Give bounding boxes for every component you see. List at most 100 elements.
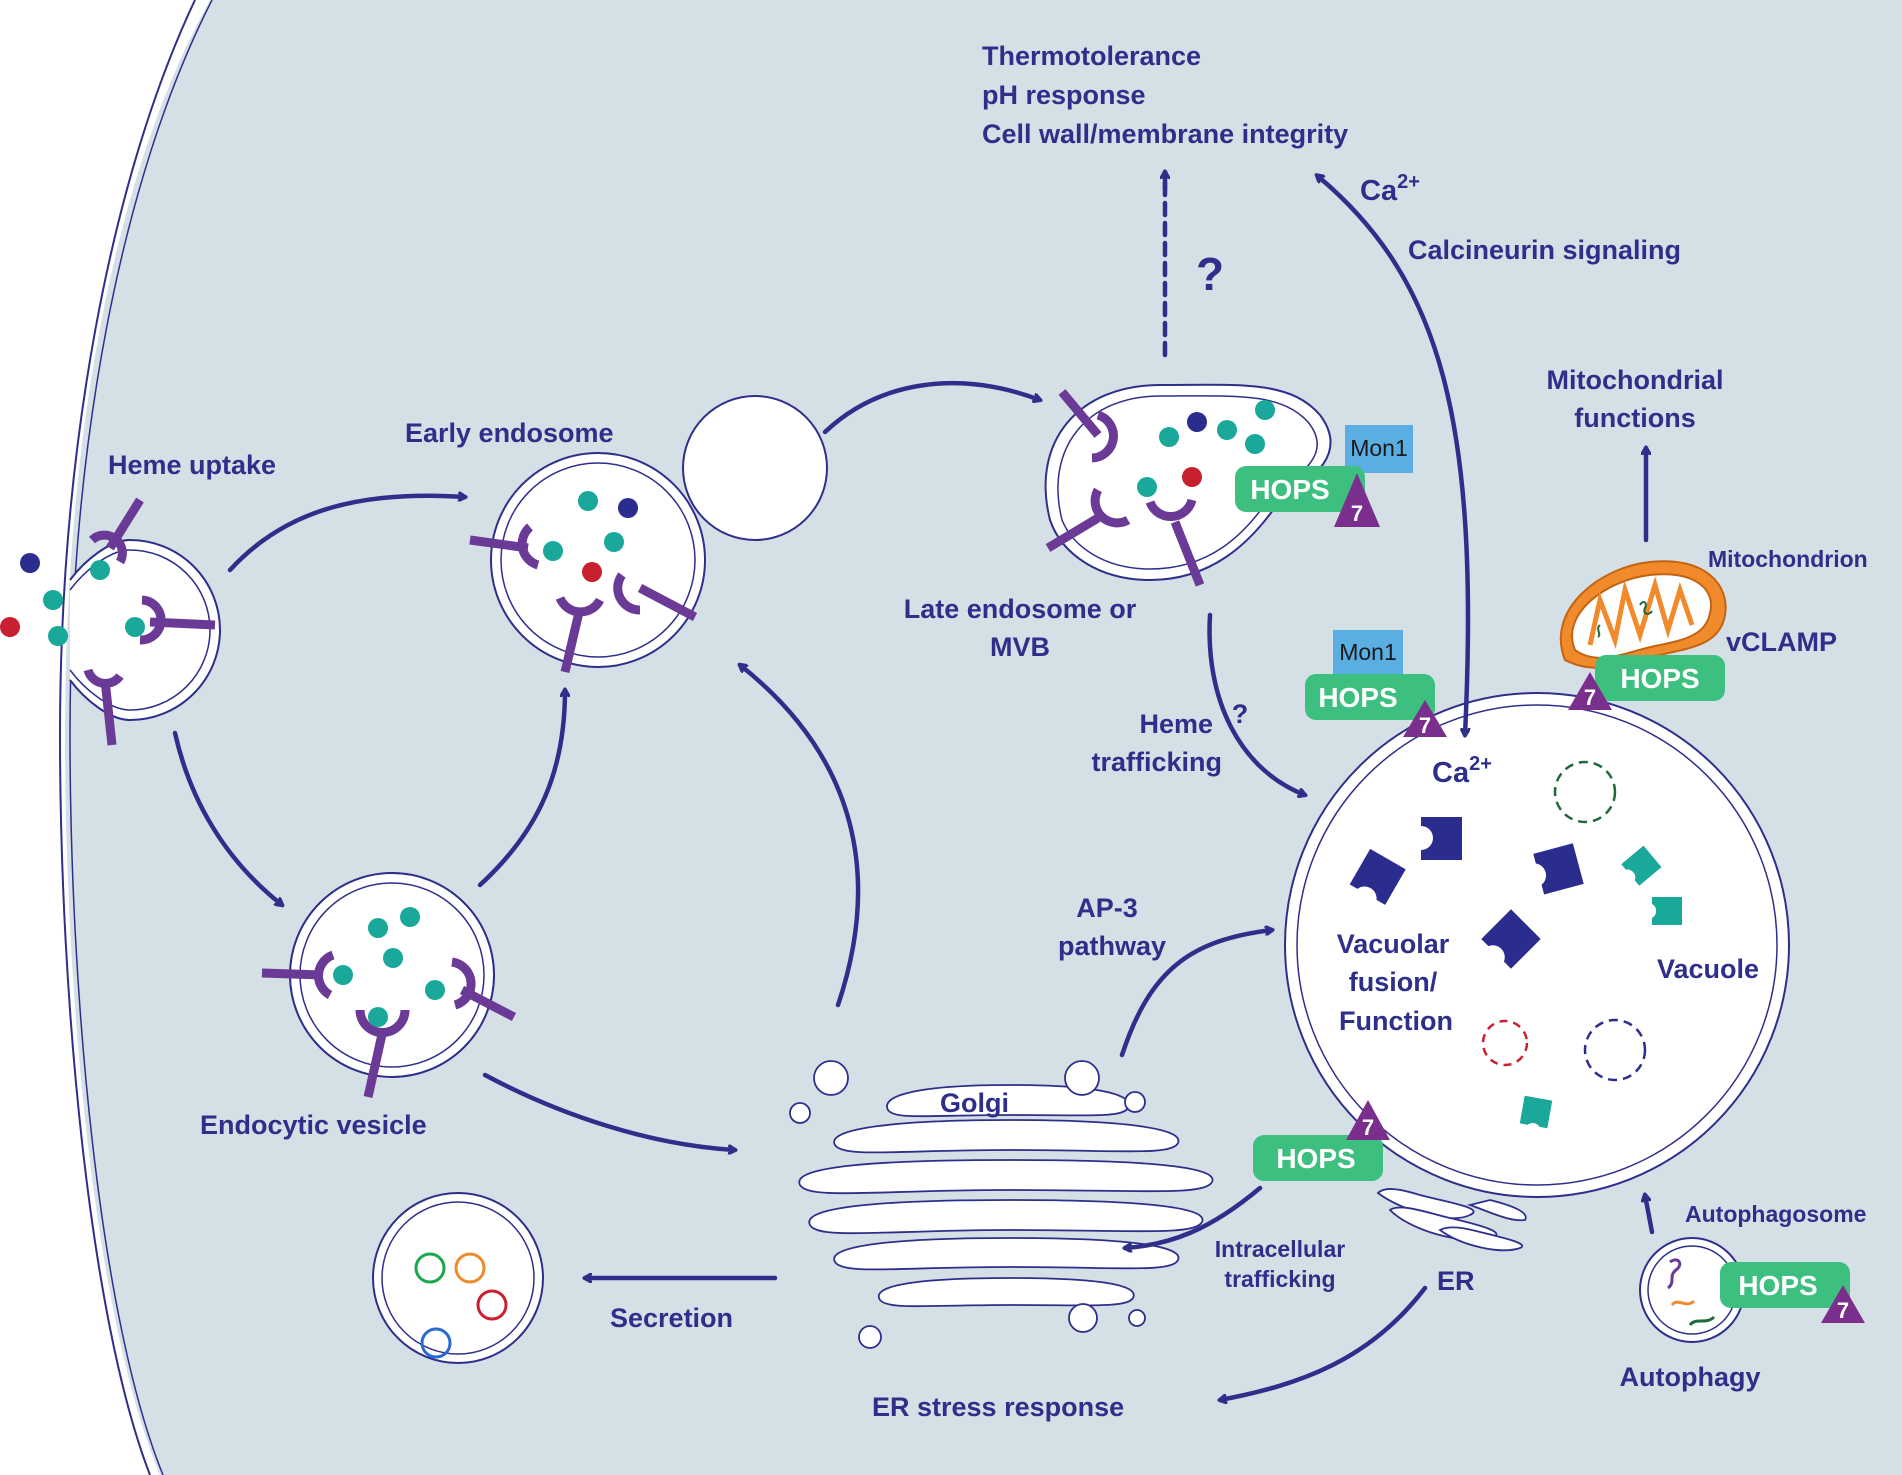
arrow-endocytic-to-early (477, 690, 565, 888)
late-endosome-receptors (1045, 389, 1205, 587)
label-autophagy: Autophagy (1620, 1362, 1761, 1392)
label-er-stress: ER stress response (872, 1392, 1124, 1422)
label-calcium-top: Ca2+ (1360, 171, 1420, 207)
hops-complex (1720, 1262, 1850, 1308)
heme-molecule (1137, 477, 1157, 497)
label-ph-response: pH response (982, 80, 1146, 110)
label-calcineurin: Calcineurin signaling (1408, 235, 1681, 265)
plasma-membrane (69, 0, 213, 1475)
hops-label: HOPS (1276, 1143, 1355, 1174)
label-mito-functions-2: functions (1574, 403, 1696, 433)
heme-molecule (368, 1007, 388, 1027)
vps41-triangle (1346, 1100, 1390, 1140)
label-golgi: Golgi (940, 1088, 1009, 1118)
heme-molecule (333, 965, 353, 985)
heme-molecule (1182, 467, 1202, 487)
arrow-intracellular-trafficking (1125, 1185, 1263, 1248)
cell-wall (58, 0, 196, 1475)
label-vacuolar-fusion-3: Function (1339, 1006, 1453, 1036)
dashed-vesicle (1583, 1018, 1647, 1082)
heme-molecule (1187, 412, 1207, 432)
heme-uptake-pit (69, 538, 221, 722)
heme-molecule (383, 948, 403, 968)
label-intracellular-1: Intracellular (1215, 1236, 1345, 1262)
heme-molecule (1245, 434, 1265, 454)
vps41-label: 7 (1584, 685, 1596, 710)
uptake-receptors (83, 497, 216, 746)
label-vclamp: vCLAMP (1726, 627, 1837, 657)
hops-label: HOPS (1620, 663, 1699, 694)
heme-molecule (368, 918, 388, 938)
heme-molecule (578, 491, 598, 511)
label-calcium-vacuole: Ca2+ (1432, 753, 1492, 789)
endocytic-vesicle-receptors (261, 950, 517, 1098)
heme-molecule (20, 553, 40, 573)
label-ap3-2: pathway (1058, 931, 1166, 961)
label-secretion: Secretion (610, 1303, 733, 1333)
heme-molecule (0, 617, 20, 637)
secretory-vesicle (372, 1192, 544, 1364)
label-intracellular-2: trafficking (1224, 1266, 1335, 1292)
early-endosome (490, 395, 828, 668)
vps41-label: 7 (1837, 1298, 1849, 1323)
arrow-uptake-to-early (227, 496, 465, 573)
label-endocytic-vesicle: Endocytic vesicle (200, 1110, 427, 1140)
label-vacuolar-fusion-1: Vacuolar (1337, 929, 1450, 959)
heme-molecule (1217, 420, 1237, 440)
vps41-triangle (1568, 672, 1612, 710)
label-thermotolerance: Thermotolerance (982, 41, 1201, 71)
heme-molecule (1255, 400, 1275, 420)
label-autophagosome: Autophagosome (1685, 1201, 1866, 1227)
arrow-endocytic-to-golgi (482, 1072, 735, 1150)
heme-molecule (90, 560, 110, 580)
label-vacuole: Vacuole (1657, 954, 1759, 984)
label-er: ER (1437, 1266, 1475, 1296)
mon1-label: Mon1 (1339, 639, 1397, 665)
heme-molecule (125, 617, 145, 637)
arrow-calcium-exchange (1320, 178, 1468, 735)
label-mito-functions-1: Mitochondrial (1547, 365, 1724, 395)
golgi-apparatus (789, 1060, 1214, 1349)
vps41-triangle (1821, 1285, 1865, 1323)
heme-molecule (582, 562, 602, 582)
label-ap3-1: AP-3 (1076, 893, 1138, 923)
endoplasmic-reticulum (1376, 1188, 1527, 1252)
label-question-functions: ? (1196, 248, 1224, 300)
heme-molecule (425, 980, 445, 1000)
heme-molecule (48, 626, 68, 646)
dashed-vesicle (1481, 1019, 1529, 1067)
arrow-early-to-late (822, 380, 1040, 435)
arrow-ap3-pathway (1119, 930, 1272, 1058)
label-heme-uptake: Heme uptake (108, 450, 276, 480)
arrow-heme-trafficking (1207, 612, 1305, 795)
heme-molecule (618, 498, 638, 518)
label-mitochondrion: Mitochondrion (1708, 546, 1868, 572)
arrow-uptake-to-endocytic (172, 730, 282, 908)
hops-label: HOPS (1738, 1270, 1817, 1301)
hops-label: HOPS (1318, 682, 1397, 713)
arrow-golgi-to-early (740, 662, 861, 1008)
vps41-label: 7 (1351, 501, 1363, 526)
label-question-heme: ? (1232, 699, 1249, 729)
heme-molecule (400, 907, 420, 927)
label-late-endosome-2: MVB (990, 632, 1050, 662)
hops-complex (1595, 655, 1725, 701)
label-early-endosome: Early endosome (405, 418, 614, 448)
vps41-label: 7 (1362, 1115, 1374, 1140)
hops-complex (1253, 1135, 1383, 1181)
mitochondrion (1559, 560, 1727, 669)
arrow-er-stress (1220, 1285, 1428, 1400)
heme-molecule (43, 590, 63, 610)
label-heme-trafficking-2: trafficking (1091, 747, 1222, 777)
vacuole (1284, 692, 1790, 1198)
heme-molecule (543, 541, 563, 561)
arrow-autophagy (1645, 1195, 1655, 1235)
hops-label: HOPS (1250, 474, 1329, 505)
label-late-endosome-1: Late endosome or (904, 594, 1137, 624)
dashed-vesicle (1553, 760, 1617, 824)
mon1-label: Mon1 (1350, 435, 1408, 461)
heme-molecule (1159, 427, 1179, 447)
label-vacuolar-fusion-2: fusion/ (1349, 967, 1438, 997)
